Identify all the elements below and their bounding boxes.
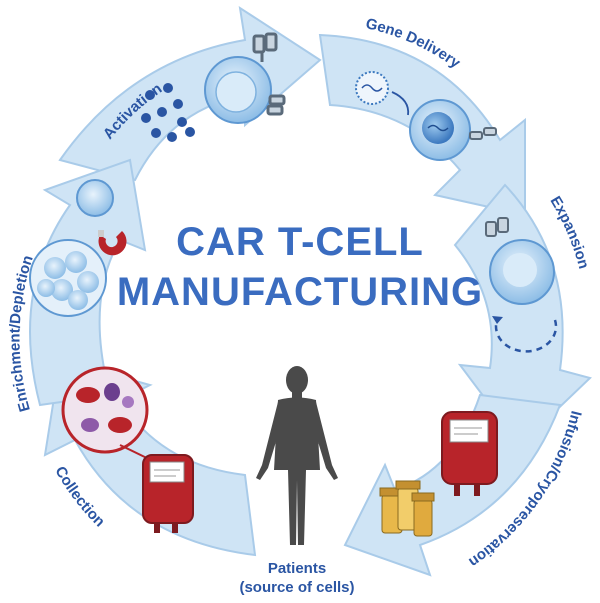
patients-sublabel: (source of cells) xyxy=(239,579,354,596)
title-line2: MANUFACTURING xyxy=(117,270,483,314)
vial-icon xyxy=(379,480,435,537)
t-cell-icon xyxy=(204,56,272,124)
cell-cluster-icon xyxy=(29,239,107,317)
arrow-expansion xyxy=(453,183,592,447)
blood-cells-icon xyxy=(61,366,149,454)
title-line1: CAR T-CELL xyxy=(176,220,424,264)
gene-arrow-icon xyxy=(391,91,410,116)
magnet-icon xyxy=(98,230,127,256)
t-cell-icon xyxy=(489,239,555,305)
blood-bag-icon xyxy=(142,454,194,533)
receptor-icon xyxy=(469,127,497,140)
human-silhouette-icon xyxy=(256,366,338,545)
activation-dots-icon xyxy=(141,83,195,142)
label-expansion: Expansion xyxy=(547,193,593,270)
receptor-icon xyxy=(252,32,286,116)
arrow-activation xyxy=(58,5,322,182)
expansion-cycle-icon xyxy=(492,316,558,353)
patients-label: Patients xyxy=(268,560,326,577)
t-cell-icon xyxy=(409,99,471,161)
blood-bag-icon xyxy=(441,411,498,496)
virus-icon xyxy=(355,71,389,105)
t-cell-icon xyxy=(76,179,114,217)
receptor-icon xyxy=(485,217,509,237)
